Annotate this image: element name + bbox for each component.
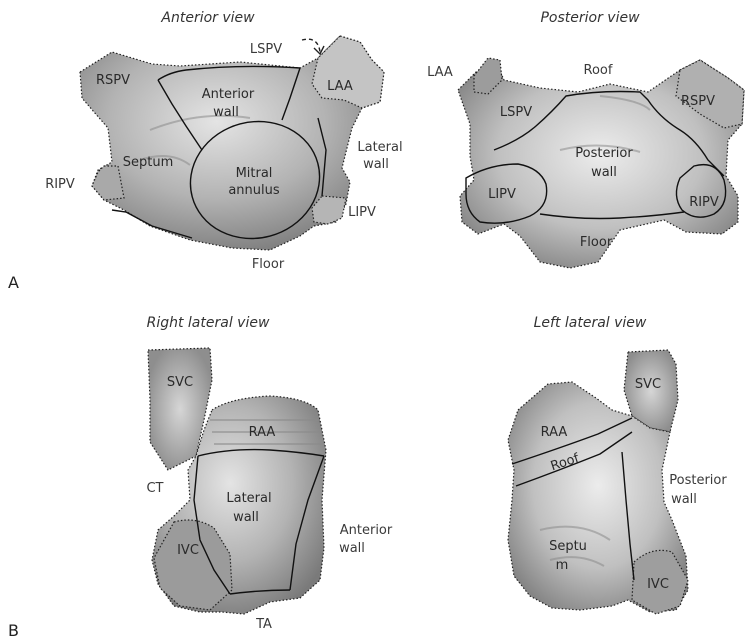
posterior-view: Posterior view LAA Roof LSPV RSPV Poster… — [427, 10, 744, 268]
label-septum: Septum — [123, 155, 174, 170]
label-anterior-wall-line1-b: Anterior — [340, 523, 393, 538]
label-ta: TA — [255, 617, 272, 632]
label-mitral-line1: Mitral — [236, 166, 273, 181]
label-lipv: LIPV — [348, 205, 376, 220]
panel-letter-a: A — [8, 273, 19, 292]
label-ct: CT — [146, 481, 163, 496]
label-rspv: RSPV — [96, 73, 130, 88]
label-laa: LAA — [327, 79, 353, 94]
label-posterior-wall-line1: Posterior — [575, 146, 633, 161]
label-anterior-wall-line2: wall — [213, 105, 239, 120]
label-svc-right: SVC — [167, 375, 193, 390]
label-lateral-line1: Lateral — [357, 140, 402, 155]
posterior-view-title: Posterior view — [540, 10, 640, 26]
label-posterior-wall-line1-b: Posterior — [669, 473, 727, 488]
label-ivc-right: IVC — [177, 543, 199, 558]
label-ripv-posterior: RIPV — [689, 195, 719, 210]
label-anterior-wall-line1: Anterior — [202, 87, 255, 102]
right-lateral-view-title: Right lateral view — [147, 315, 270, 331]
panel-letter-b: B — [8, 621, 19, 640]
label-posterior-wall-line2-b: wall — [671, 492, 697, 507]
label-ripv: RIPV — [45, 177, 75, 192]
label-lipv-posterior: LIPV — [488, 187, 516, 202]
label-raa-left: RAA — [541, 425, 568, 440]
label-anterior-wall-line2-b: wall — [339, 541, 365, 556]
label-laa-posterior: LAA — [427, 65, 453, 80]
label-rspv-posterior: RSPV — [681, 94, 715, 109]
label-lateral-wall-line1: Lateral — [226, 491, 271, 506]
right-lateral-view: Right lateral view SVC RAA CT Lateral wa… — [146, 315, 392, 632]
label-posterior-wall-line2: wall — [591, 165, 617, 180]
label-lspv-posterior: LSPV — [500, 105, 532, 120]
label-floor: Floor — [252, 257, 285, 272]
label-septum-line2: m — [556, 558, 569, 573]
label-mitral-line2: annulus — [228, 183, 280, 198]
label-lateral-line2: wall — [363, 157, 389, 172]
anterior-view-title: Anterior view — [160, 10, 255, 26]
label-septum-line1: Septu — [549, 539, 587, 554]
label-ivc-left: IVC — [647, 577, 669, 592]
label-roof: Roof — [584, 63, 613, 78]
anterior-view: Anterior view LSPV RSPV LAA Anterior wal… — [45, 10, 402, 272]
label-lspv: LSPV — [250, 42, 282, 57]
left-lateral-view: Left lateral view SVC RAA Roof Posterior… — [508, 315, 727, 614]
label-floor-posterior: Floor — [580, 235, 613, 250]
left-lateral-view-title: Left lateral view — [534, 315, 647, 331]
laa-appendage — [312, 36, 384, 108]
label-lateral-wall-line2: wall — [233, 510, 259, 525]
rotation-arrow — [302, 39, 320, 52]
label-svc-left: SVC — [635, 377, 661, 392]
label-raa-right: RAA — [249, 425, 276, 440]
